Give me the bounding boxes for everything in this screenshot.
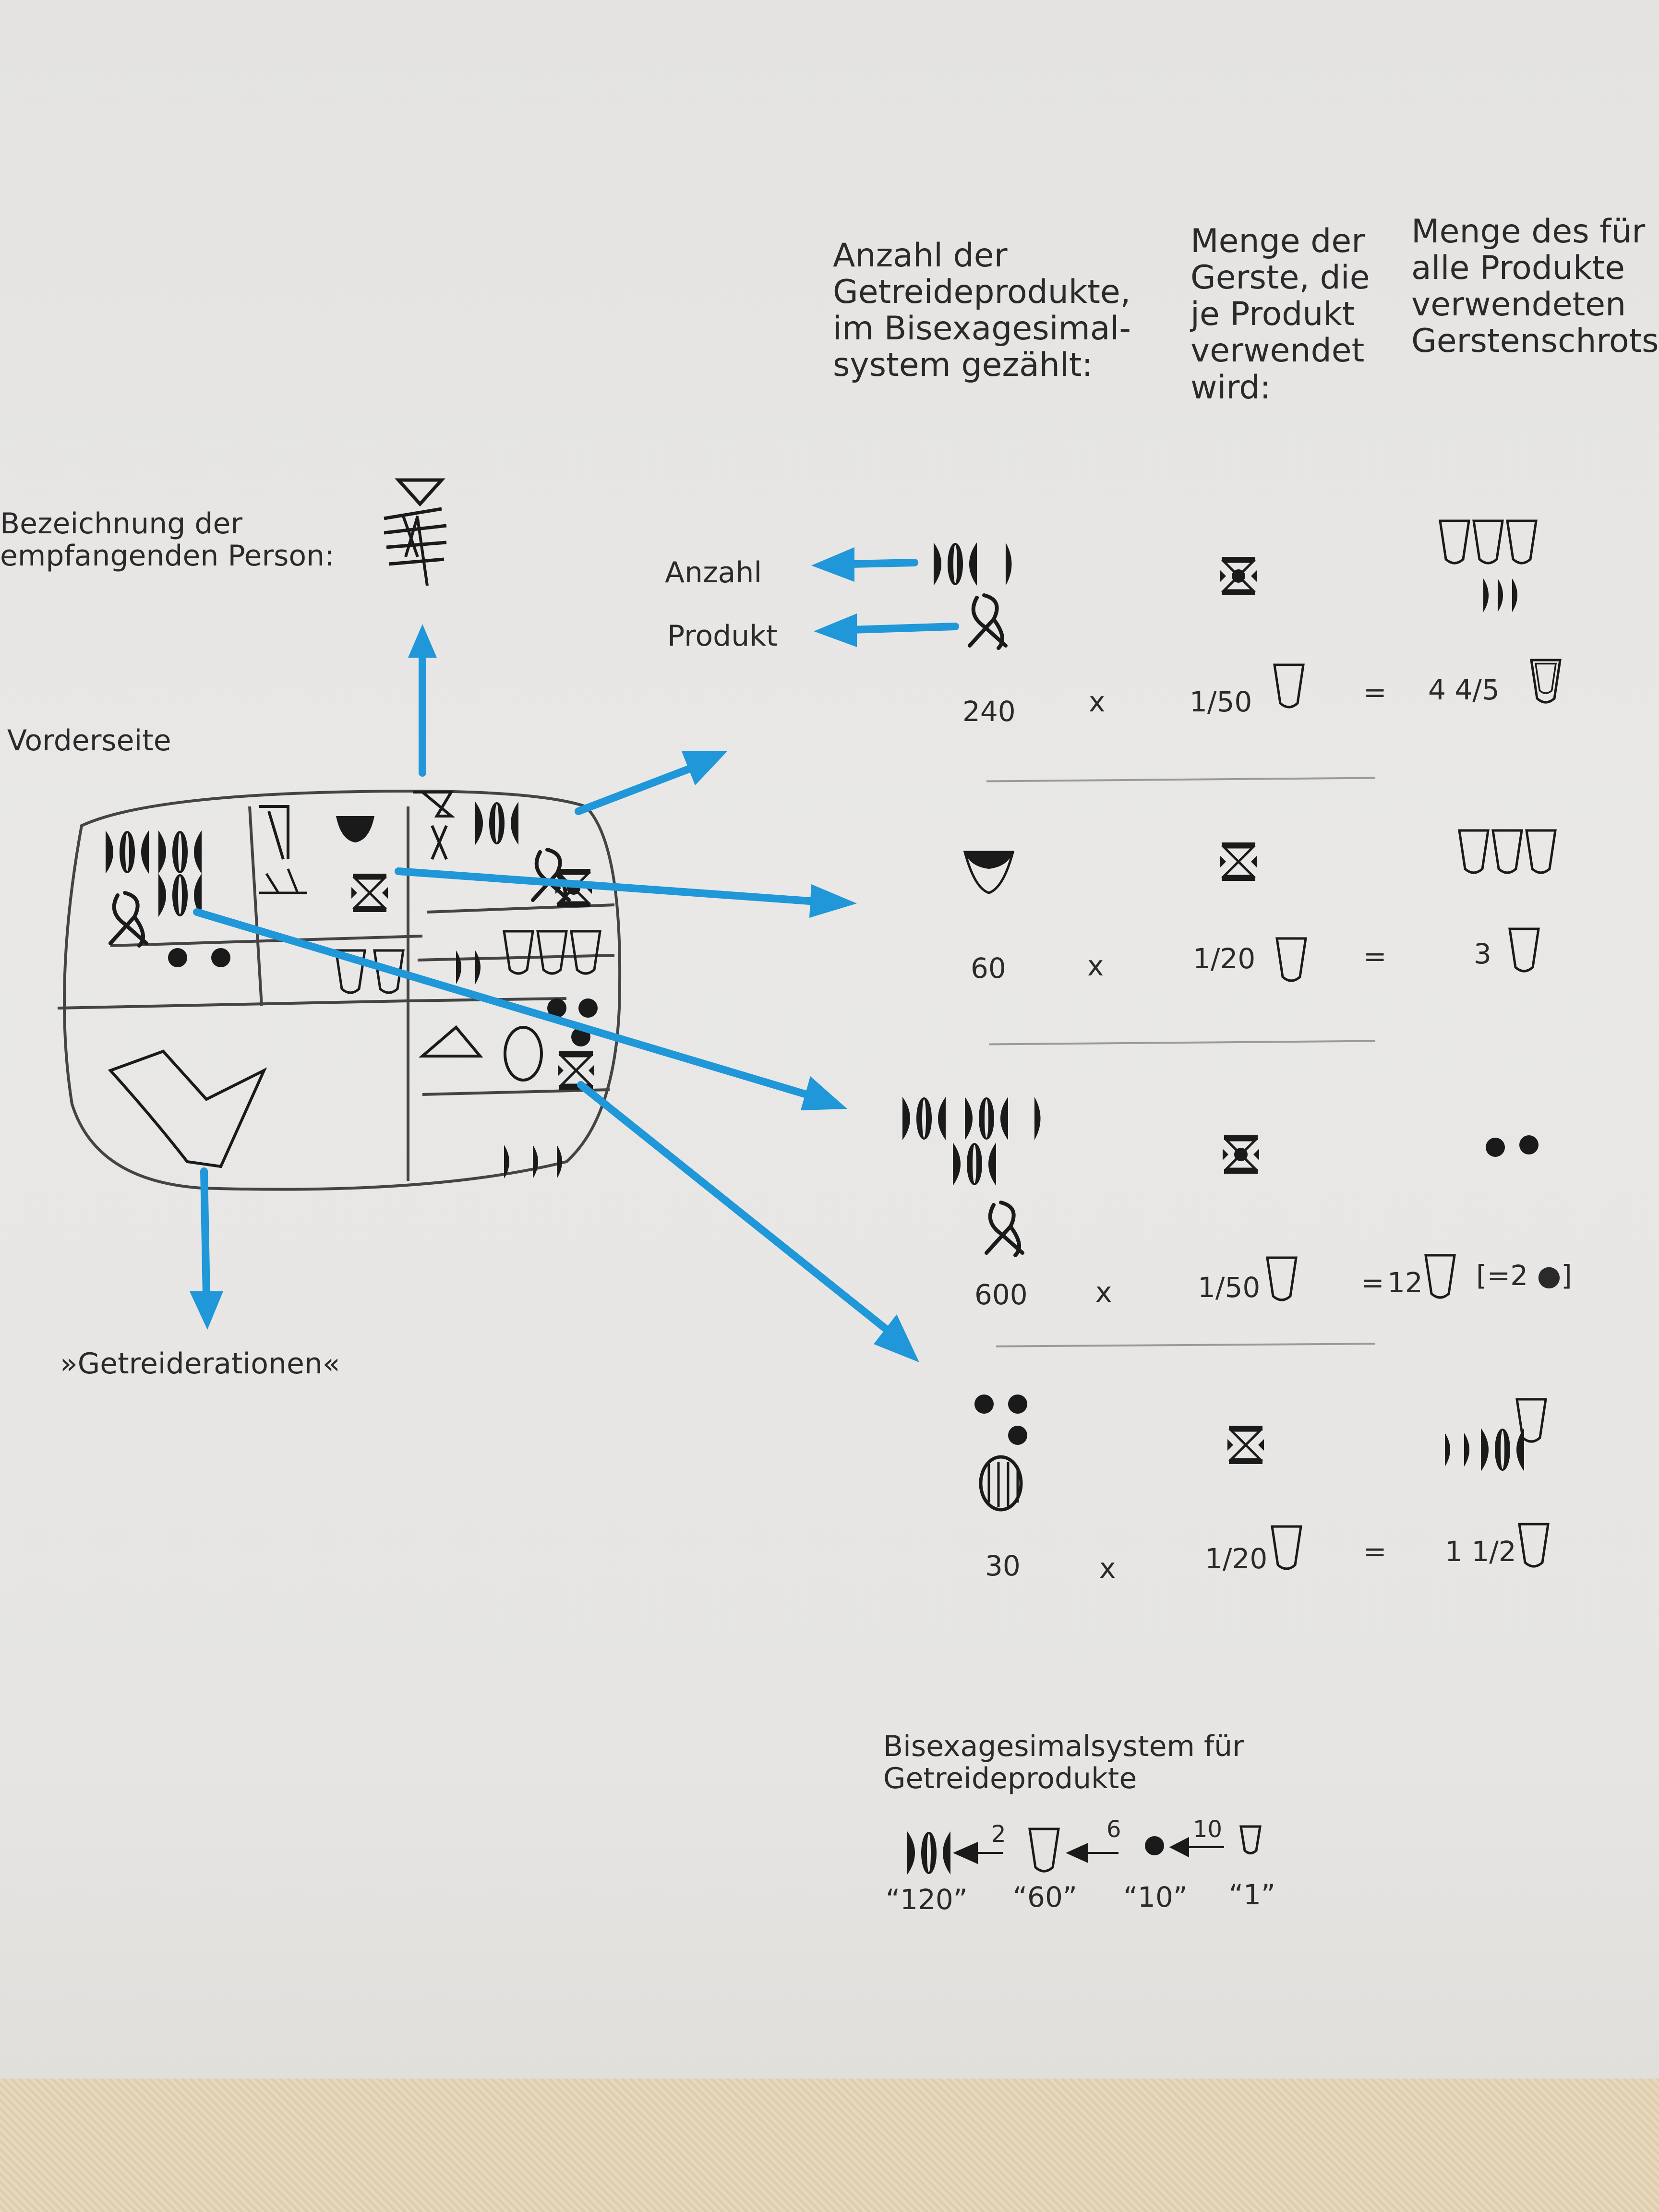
- row4-per: 1/20: [1205, 1542, 1268, 1575]
- recipient-sign: [384, 478, 447, 586]
- row1-per: 1/50: [1190, 685, 1252, 718]
- sand-floor: [0, 2079, 1659, 2212]
- system-title: Bisexagesimalsystem für Getreideprodukte: [883, 1730, 1244, 1796]
- row1-times: x: [1089, 685, 1106, 718]
- row2-eq: =: [1363, 940, 1387, 973]
- anzahl-label: Anzahl: [665, 556, 762, 589]
- row3-total: 12: [1387, 1266, 1423, 1299]
- unit-signs: [1267, 660, 1560, 1569]
- row4-total: 1 1/2: [1445, 1535, 1516, 1568]
- row2-total: 3: [1474, 938, 1491, 970]
- produkt-label: Produkt: [667, 619, 778, 653]
- system-factor: 6: [1106, 1816, 1121, 1843]
- row4-times: x: [1099, 1552, 1116, 1585]
- header-barley-per-product: Menge der Gerste, die je Produkt verwend…: [1190, 222, 1370, 407]
- rations-label: »Getreiderationen«: [60, 1347, 340, 1381]
- front-side-label: Vorderseite: [7, 724, 171, 757]
- system-value: “60”: [1013, 1881, 1077, 1913]
- row1-eq: =: [1363, 676, 1387, 709]
- recipient-label: Bezeichnung der empfangenden Person:: [0, 507, 335, 573]
- row4-eq: =: [1363, 1535, 1387, 1568]
- row-signs: [902, 521, 1557, 1512]
- pointer-arrows: [190, 547, 959, 1362]
- row2-times: x: [1087, 950, 1104, 982]
- system-value: “10”: [1123, 1881, 1188, 1913]
- system-value: “120”: [886, 1883, 968, 1916]
- header-count: Anzahl der Getreideprodukte, im Bisexage…: [833, 237, 1131, 385]
- tablet-signs: [106, 791, 600, 1178]
- row4-count: 30: [985, 1550, 1021, 1582]
- row1-count: 240: [962, 695, 1016, 728]
- row1-total: 4 4/5: [1428, 673, 1500, 706]
- system-value: “1”: [1229, 1878, 1275, 1911]
- row3-count: 600: [974, 1278, 1028, 1311]
- row2-per: 1/20: [1193, 942, 1256, 975]
- system-chain: [907, 1825, 1262, 1875]
- system-factor: 10: [1193, 1816, 1223, 1843]
- system-factor: 2: [991, 1821, 1006, 1848]
- row3-per: 1/50: [1198, 1271, 1261, 1304]
- row3-times: x: [1095, 1276, 1112, 1309]
- row2-count: 60: [971, 952, 1006, 985]
- row3-note: [=2 ●]: [1476, 1259, 1572, 1292]
- header-total-barley: Menge des für alle Produkte verwendeten …: [1411, 213, 1659, 361]
- row3-eq: =: [1361, 1266, 1384, 1299]
